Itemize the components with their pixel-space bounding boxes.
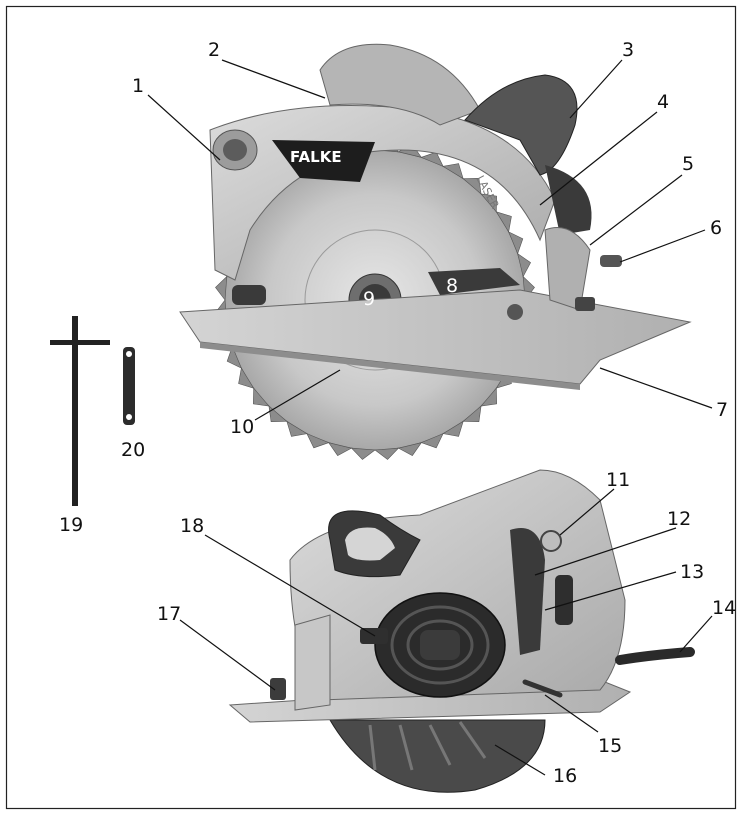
front-bracket xyxy=(294,614,331,711)
callout-6: 6 xyxy=(710,217,722,239)
callout-14: 14 xyxy=(712,597,736,619)
blade-tooth xyxy=(306,433,330,449)
logo-text: FALKE xyxy=(290,148,342,166)
blade-tooth xyxy=(462,405,482,422)
blade-tooth xyxy=(480,387,497,407)
hex-key xyxy=(123,347,135,425)
bottom-saw-illustration xyxy=(228,469,695,793)
callout-1: 1 xyxy=(132,75,144,97)
falke-logo: FALKE xyxy=(272,140,375,182)
callout-17: 17 xyxy=(157,603,181,625)
lock-off-button xyxy=(540,530,562,552)
front-bevel-knob xyxy=(232,285,266,305)
rear-handle xyxy=(464,74,578,176)
blade-tooth xyxy=(374,447,400,460)
on-off-switch xyxy=(555,575,573,625)
motor-end-cap xyxy=(545,165,592,235)
blade-tooth xyxy=(480,193,497,213)
motor-housing-top xyxy=(319,43,481,126)
blade-tooth xyxy=(420,151,444,167)
main-handle-grip xyxy=(510,528,545,655)
callout-2: 2 xyxy=(208,39,220,61)
blade-tooth xyxy=(238,367,255,389)
callout-10: 10 xyxy=(230,416,254,438)
lower-guard-lever xyxy=(428,268,520,295)
callout-labels: 1 2 3 4 5 6 7 8 9 10 11 12 13 14 15 16 1… xyxy=(59,39,736,787)
callout-3: 3 xyxy=(622,39,634,61)
callout-16: 16 xyxy=(553,765,577,787)
front-knob xyxy=(270,678,286,700)
callout-18: 18 xyxy=(180,515,204,537)
callout-5: 5 xyxy=(682,153,694,175)
blade-tooth xyxy=(420,433,444,449)
blade-tooth xyxy=(462,178,482,195)
blade-tooth xyxy=(397,442,423,456)
callout-19: 19 xyxy=(59,514,83,536)
blade-tooth xyxy=(495,211,512,233)
callout-7: 7 xyxy=(716,399,728,421)
blade-tooth xyxy=(286,420,308,437)
blade-tooth xyxy=(442,163,464,180)
power-cord xyxy=(615,647,695,665)
callout-8: 8 xyxy=(446,275,458,297)
frame-border xyxy=(5,5,737,810)
callout-9: 9 xyxy=(363,288,375,310)
blade-tooth xyxy=(215,275,228,301)
parallel-guide xyxy=(50,316,110,506)
callout-12: 12 xyxy=(667,508,691,530)
callout-4: 4 xyxy=(657,91,669,113)
callout-13: 13 xyxy=(680,561,704,583)
blade-tooth xyxy=(350,447,376,460)
blade-tooth xyxy=(253,387,270,407)
blade-tooth xyxy=(508,231,524,255)
blade-tooth xyxy=(268,405,288,422)
blade-tooth xyxy=(327,442,353,456)
wrench-storage xyxy=(522,679,563,698)
callout-15: 15 xyxy=(598,735,622,757)
bevel-knob xyxy=(575,297,595,311)
depth-lever xyxy=(600,255,622,267)
callout-11: 11 xyxy=(606,469,630,491)
blade-tooth xyxy=(517,252,531,278)
top-saw-illustration: FALKE LASER xyxy=(179,43,692,460)
leader-lines xyxy=(147,59,713,776)
callout-20: 20 xyxy=(121,439,145,461)
blade-tooth xyxy=(442,420,464,437)
lower-blade-guard xyxy=(329,719,546,793)
guide-screw xyxy=(507,304,523,320)
blade-tooth xyxy=(226,345,242,369)
